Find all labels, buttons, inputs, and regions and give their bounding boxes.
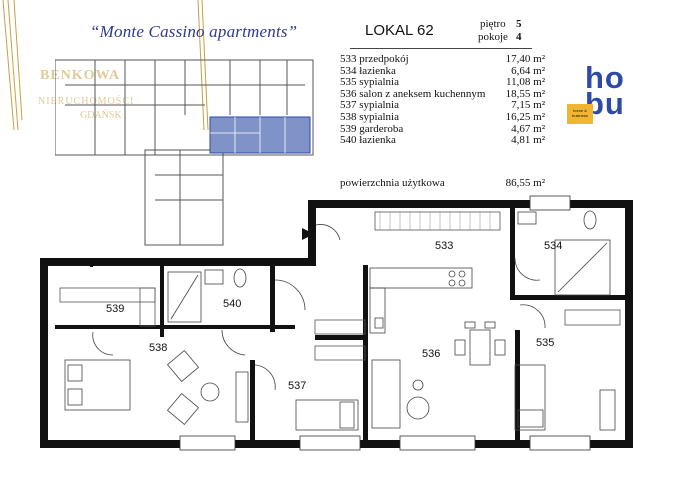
- rooms-label: pokoje: [478, 31, 508, 43]
- header-divider: [350, 48, 532, 49]
- decorative-lines: [2, 0, 23, 131]
- floor-label: piętro: [480, 18, 506, 30]
- project-title: “Monte Cassino apartments”: [90, 22, 298, 41]
- rooms-value: 4: [516, 31, 522, 43]
- watermark-line1: BENKOWA: [40, 68, 121, 83]
- hobu-logo: ho bu: [585, 60, 625, 121]
- plan-label-533: 533: [435, 240, 454, 252]
- plan-label-535: 535: [536, 337, 555, 349]
- plan-label-536: 536: [422, 348, 441, 360]
- decorative-lines-right: [197, 0, 209, 131]
- watermark-line3: GDAŃSK: [80, 110, 122, 121]
- logo-badge: home & business: [567, 104, 593, 124]
- apartment-number: LOKAL 62: [365, 22, 434, 39]
- plan-label-540: 540: [223, 298, 242, 310]
- plan-label-537: 537: [288, 380, 307, 392]
- plan-label-534: 534: [544, 240, 563, 252]
- floor-value: 5: [516, 18, 522, 30]
- entrance-arrow: [302, 228, 314, 240]
- plan-label-538: 538: [149, 342, 168, 354]
- key-plan: [55, 59, 314, 246]
- plan-label-539: 539: [106, 303, 125, 315]
- watermark-line2: NIERUCHOMOŚCI: [38, 96, 135, 107]
